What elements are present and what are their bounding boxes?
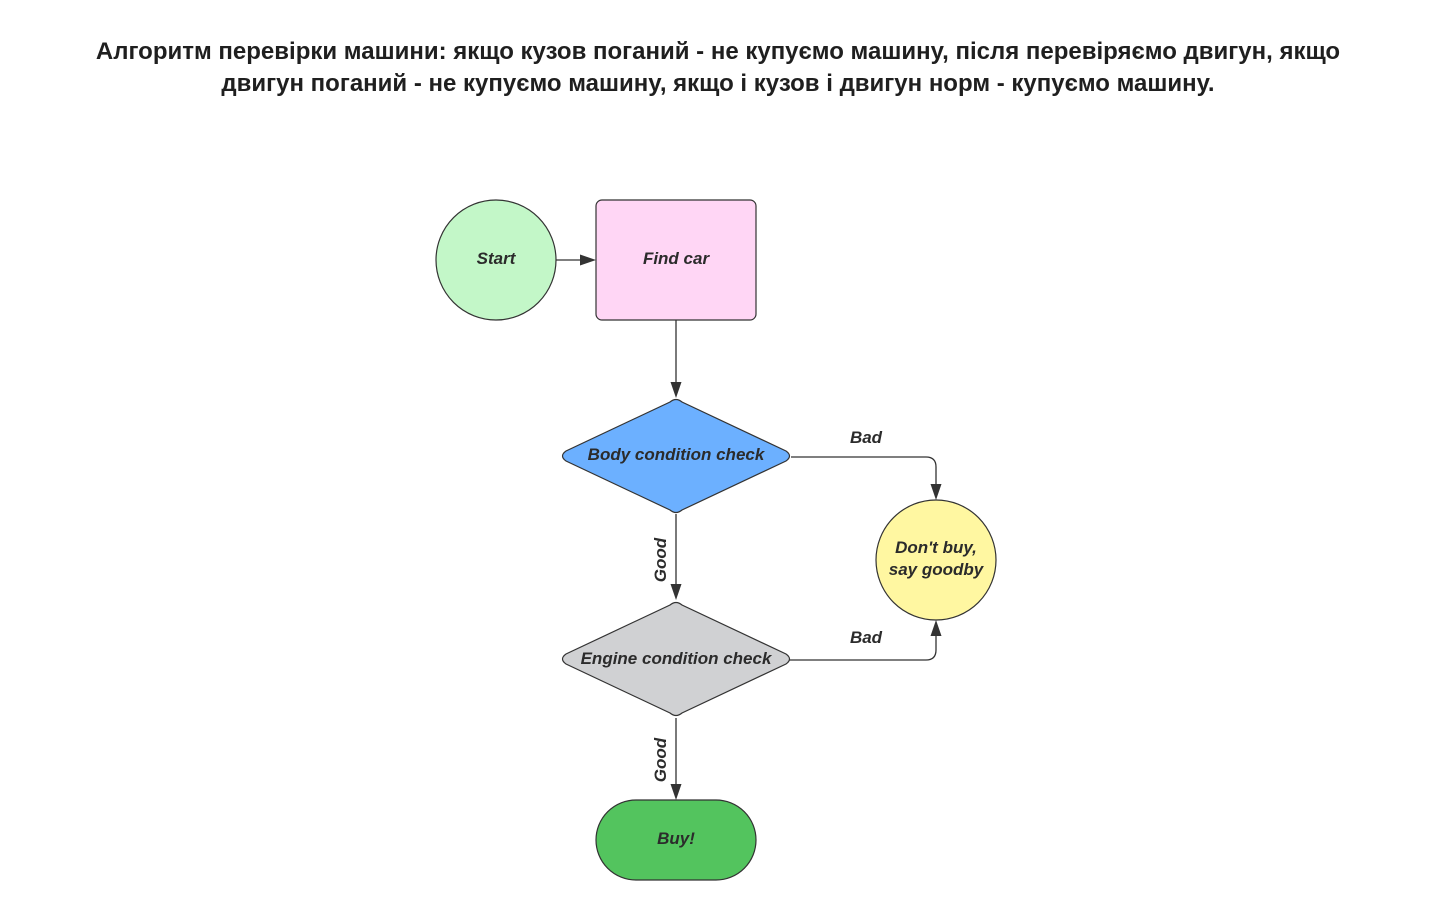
edge-label-body-good: Good <box>651 537 670 582</box>
edge-engine-check-good <box>670 718 682 800</box>
node-dont-buy-label-line-1: Don't buy, <box>895 538 977 557</box>
title-line-2: двигун поганий - не купуємо машину, якщо… <box>221 70 1215 97</box>
node-body-check: Body condition check <box>561 398 791 514</box>
edge-label-engine-bad: Bad <box>850 628 883 647</box>
node-find-car-label: Find car <box>643 249 711 268</box>
node-find-car: Find car <box>595 199 757 321</box>
node-body-check-label: Body condition check <box>588 445 766 464</box>
title-line-1: Алгоритм перевірки машини: якщо кузов по… <box>95 38 1341 65</box>
edge-body-check-good <box>670 514 682 600</box>
edge-label-body-bad: Bad <box>850 428 883 447</box>
edge-body-check-bad <box>791 456 942 500</box>
edge-start-to-find-car <box>556 254 596 266</box>
node-start-label: Start <box>477 249 517 268</box>
edge-find-car-to-body-check <box>670 320 682 398</box>
edge-label-engine-good: Good <box>651 737 670 782</box>
node-dont-buy-label-line-2: say goodby <box>889 560 985 579</box>
node-engine-check: Engine condition check <box>561 601 791 717</box>
node-dont-buy: Don't buy, say goodby <box>875 499 997 621</box>
page-title: Алгоритм перевірки машини: якщо кузов по… <box>40 36 1396 100</box>
edge-engine-check-bad <box>776 620 942 661</box>
node-start: Start <box>435 199 557 321</box>
node-engine-check-label: Engine condition check <box>581 649 773 668</box>
node-buy-label: Buy! <box>657 829 695 848</box>
node-buy: Buy! <box>595 799 757 881</box>
